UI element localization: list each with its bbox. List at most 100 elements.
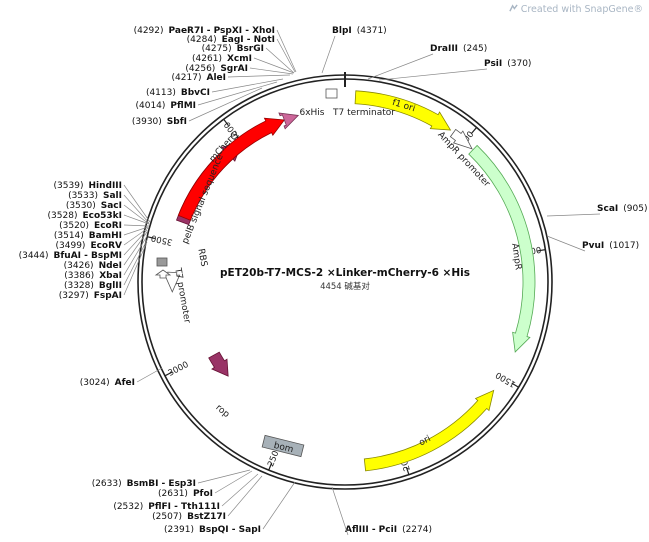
site-leader (276, 38, 296, 73)
site-position: (3328) (64, 281, 94, 291)
restriction-site[interactable]: AflIII - PciI(2274) (331, 486, 432, 536)
feature-label-t7-promoter: T7 promoter (172, 266, 192, 324)
site-leader (123, 241, 148, 296)
restriction-site[interactable]: SgrAI(4256) (185, 64, 294, 75)
site-position: (3533) (68, 191, 98, 201)
feature-6xhis (278, 112, 300, 130)
site-leader (211, 78, 284, 93)
site-leader (123, 184, 151, 223)
restriction-site[interactable]: PflFI - Tth111I(2532) (113, 473, 259, 512)
restriction-site[interactable]: XbaI (3386) (64, 235, 148, 281)
tick-mark (164, 371, 173, 377)
restriction-site[interactable]: BsrGI(4275) (202, 44, 295, 74)
site-name: BspQI - SapI (199, 525, 261, 535)
restriction-site[interactable]: BfuAI - BspMI (3444) (19, 229, 148, 261)
site-leader (123, 229, 148, 256)
site-position: (3520) (59, 221, 89, 231)
site-leader (136, 367, 163, 383)
site-name: XbaI (99, 271, 122, 281)
site-leader (331, 486, 349, 536)
restriction-site[interactable]: SacI (3530) (66, 201, 150, 225)
restriction-site[interactable]: EcoRI(3520) (59, 221, 150, 231)
feature-label-rop: rop (213, 403, 231, 420)
restriction-site[interactable]: AfeI(3024) (80, 367, 163, 388)
site-name: Eco53kI (82, 211, 122, 221)
feature-label-rbs: RBS (195, 248, 208, 268)
restriction-site[interactable]: BlpI(4371) (321, 26, 387, 74)
plasmid-size: 4454 碱基对 (320, 281, 370, 292)
restriction-site[interactable]: EagI - NotI(4284) (187, 35, 296, 73)
restriction-site[interactable]: AleI(4217) (172, 73, 291, 83)
site-position: (4284) (187, 35, 217, 45)
site-leader (265, 47, 295, 74)
restriction-site[interactable]: SbfI(3930) (132, 87, 263, 127)
site-position: (905) (623, 204, 647, 214)
site-position: (245) (463, 44, 487, 54)
site-name: PflMI (170, 101, 196, 111)
site-position: (3530) (66, 201, 96, 211)
site-leader (197, 81, 278, 106)
site-name: BbvCI (181, 88, 210, 98)
restriction-site[interactable]: BsmBI - Esp3I (2633) (92, 469, 251, 489)
feature-bom (261, 434, 305, 458)
site-name: EcoRV (90, 241, 122, 251)
restriction-site[interactable]: DraIII(245) (367, 44, 487, 80)
site-position: (4275) (202, 44, 232, 54)
site-name: SacI (101, 201, 122, 211)
restriction-site[interactable]: BstZ17I (2507) (152, 475, 263, 522)
restriction-site[interactable]: NdeI(3426) (64, 231, 148, 271)
site-name: BglII (99, 281, 122, 291)
restriction-site[interactable]: Eco53kI (3528) (48, 211, 150, 225)
restriction-site[interactable]: PfoI(2631) (158, 470, 253, 499)
site-position: (4261) (192, 54, 222, 64)
site-leader (123, 214, 150, 225)
feature-rop (208, 351, 229, 377)
site-leader (546, 235, 586, 252)
restriction-site[interactable]: BspQI - SapI(2391) (164, 481, 296, 535)
restriction-site[interactable]: FspAI(3297) (59, 241, 148, 301)
site-position: (4014) (135, 101, 165, 111)
site-name: BstZ17I (187, 512, 226, 522)
restriction-site[interactable]: ScaI(905) (546, 204, 647, 217)
site-leader (253, 57, 295, 74)
restriction-site[interactable]: XcmI(4261) (192, 54, 295, 74)
restriction-site[interactable]: PflMI (4014) (135, 81, 278, 111)
site-leader (227, 475, 263, 517)
restriction-site[interactable]: HindIII(3539) (54, 181, 151, 223)
restriction-site[interactable]: BamHI (3514) (54, 226, 149, 241)
site-position: (3514) (54, 231, 84, 241)
restriction-site[interactable]: PaeR7I - PspXI - XhoI(4292) (134, 26, 297, 73)
site-name: BamHI (89, 231, 122, 241)
site-leader (276, 29, 297, 73)
feature-ampr-promoter (449, 128, 473, 150)
watermark-text: Created with SnapGene® (520, 4, 643, 15)
site-position: (3444) (19, 251, 49, 261)
site-position: (3297) (59, 291, 89, 301)
site-leader (262, 481, 296, 530)
site-position: (3930) (132, 117, 162, 127)
site-position: (3539) (54, 181, 84, 191)
site-position: (2633) (92, 479, 122, 489)
restriction-site[interactable]: BbvCI(4113) (146, 78, 284, 98)
site-name: NdeI (99, 261, 122, 271)
site-position: (370) (507, 59, 531, 69)
site-position: (2532) (113, 502, 143, 512)
snapgene-logo-icon (508, 4, 518, 12)
site-leader (123, 224, 150, 227)
site-name: BfuAI - BspMI (54, 251, 122, 261)
restriction-site[interactable]: BglII (3328) (64, 239, 148, 291)
site-position: (2507) (152, 512, 182, 522)
site-position: (3386) (64, 271, 94, 281)
restriction-site[interactable]: PsiI(370) (378, 59, 531, 81)
feature-mcherry (177, 117, 286, 221)
site-name: AflIII - PciI (345, 525, 397, 535)
site-name: BlpI (332, 26, 352, 36)
site-name: BsmBI - Esp3I (127, 479, 196, 489)
restriction-site[interactable]: PvuI(1017) (546, 235, 639, 252)
restriction-site[interactable]: EcoRV(3499) (56, 227, 149, 251)
site-position: (3528) (48, 211, 78, 221)
site-name: PvuI (582, 241, 604, 251)
restriction-site[interactable]: SalI(3533) (68, 191, 150, 224)
tick-mark (223, 118, 229, 127)
